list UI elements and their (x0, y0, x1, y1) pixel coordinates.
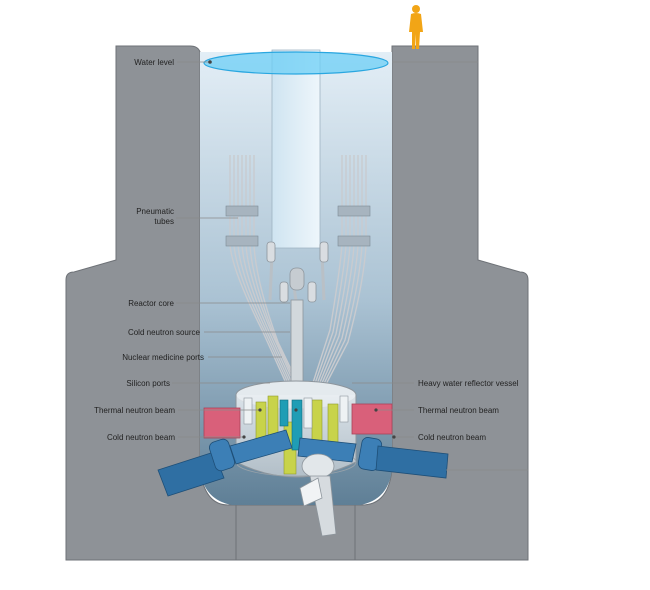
water-surface (203, 51, 389, 75)
label-cold-neutron-beam-left: Cold neutron beam (107, 433, 175, 442)
label-silicon-ports: Silicon ports (126, 379, 170, 388)
label-nuclear-medicine-ports: Nuclear medicine ports (122, 353, 204, 362)
label-reactor-core: Reactor core (128, 299, 174, 308)
central-shaft (271, 49, 321, 249)
core-column (290, 299, 304, 393)
concrete-shield-right (354, 45, 529, 561)
thermal-beam-right (351, 403, 393, 435)
person-icon (409, 5, 423, 49)
cold-beam-left (157, 429, 293, 497)
concrete-floor (235, 504, 356, 561)
pneumatic-tubes-right (309, 155, 371, 393)
label-pneumatic-tubes-2: tubes (154, 217, 174, 226)
label-water-level: Water level (134, 58, 174, 67)
core-rods (243, 395, 349, 475)
label-thermal-neutron-beam-left: Thermal neutron beam (94, 406, 175, 415)
lower-beam-port (299, 453, 337, 537)
label-cold-neutron-beam-right: Cold neutron beam (418, 433, 486, 442)
label-heavy-water-reflector-vessel: Heavy water reflector vessel (418, 379, 519, 388)
label-cold-neutron-source: Cold neutron source (128, 328, 201, 337)
concrete-shield-left (65, 45, 237, 561)
label-thermal-neutron-beam-right: Thermal neutron beam (418, 406, 499, 415)
thermal-beam-left (203, 407, 241, 439)
control-rods (266, 241, 329, 303)
label-pneumatic-tubes-1: Pneumatic (136, 207, 174, 216)
leader-lines (172, 60, 528, 471)
